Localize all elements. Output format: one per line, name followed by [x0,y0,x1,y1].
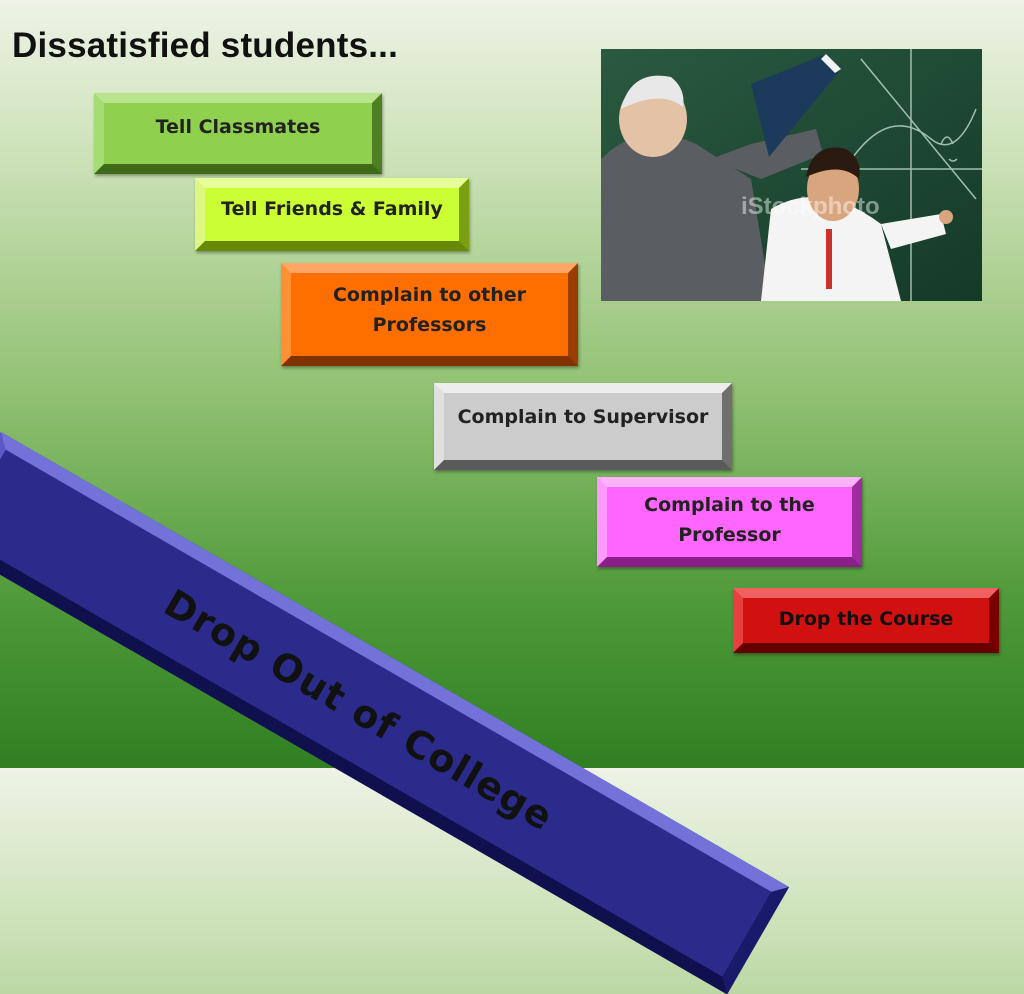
step-label: Complain to the Professor [644,494,815,546]
step-complain-other-professors: Complain to other Professors [281,263,578,366]
photo-watermark: iStockphoto [741,193,880,220]
ramp-label: Drop Out of College [156,580,561,840]
step-drop-course: Drop the Course [733,588,999,653]
step-label: Complain to other Professors [332,283,527,336]
step-tell-friends-family: Tell Friends & Family [195,178,469,251]
step-complain-supervisor: Complain to Supervisor [434,383,732,470]
teacher-figure [601,75,823,301]
step-label: Complain to Supervisor [457,405,709,428]
step-label: Drop the Course [778,607,954,630]
step-complain-professor: Complain to the Professor [597,477,862,567]
book [751,54,841,157]
step-label: Tell Friends & Family [221,197,443,220]
step-label: Tell Classmates [155,115,321,138]
slide-title: Dissatisfied students... [12,26,399,65]
step-tell-classmates: Tell Classmates [94,93,382,174]
student-figure [761,147,953,301]
classroom-photo: iStockphoto [601,49,982,301]
